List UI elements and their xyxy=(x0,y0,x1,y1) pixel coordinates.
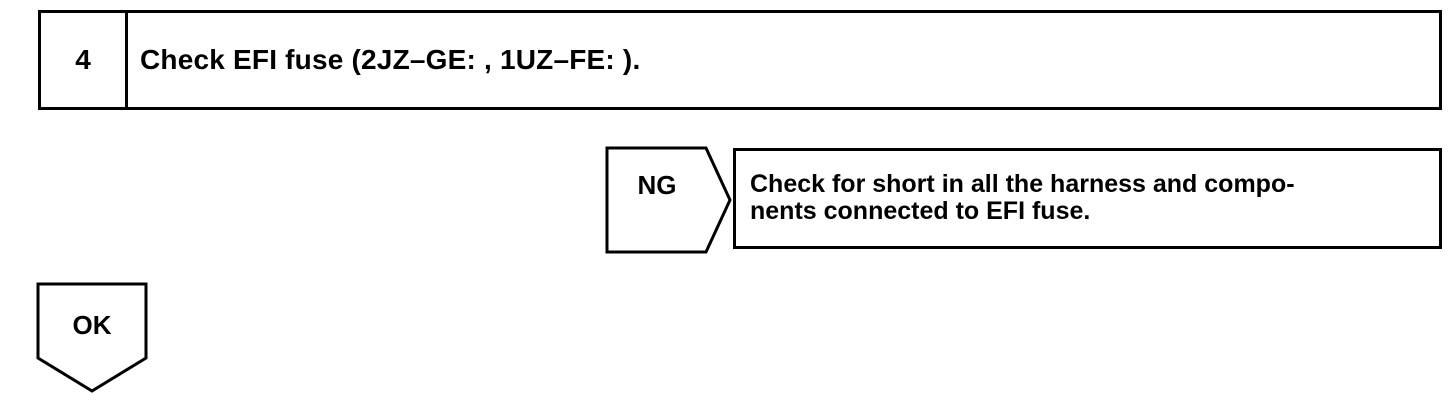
ng-action-line-2: nents connected to EFI fuse. xyxy=(750,197,1091,225)
step-box: 4 Check EFI fuse (2JZ–GE: , 1UZ–FE: ). xyxy=(38,10,1442,110)
ng-label: NG xyxy=(637,170,677,200)
step-number: 4 xyxy=(41,13,128,107)
ng-action-line-1: Check for short in all the harness and c… xyxy=(750,170,1295,198)
ok-label: OK xyxy=(72,310,112,340)
ok-arrow xyxy=(36,282,148,393)
ng-arrow xyxy=(605,146,732,254)
ng-action-box: Check for short in all the harness and c… xyxy=(733,148,1442,249)
step-title: Check EFI fuse (2JZ–GE: , 1UZ–FE: ). xyxy=(140,44,641,75)
